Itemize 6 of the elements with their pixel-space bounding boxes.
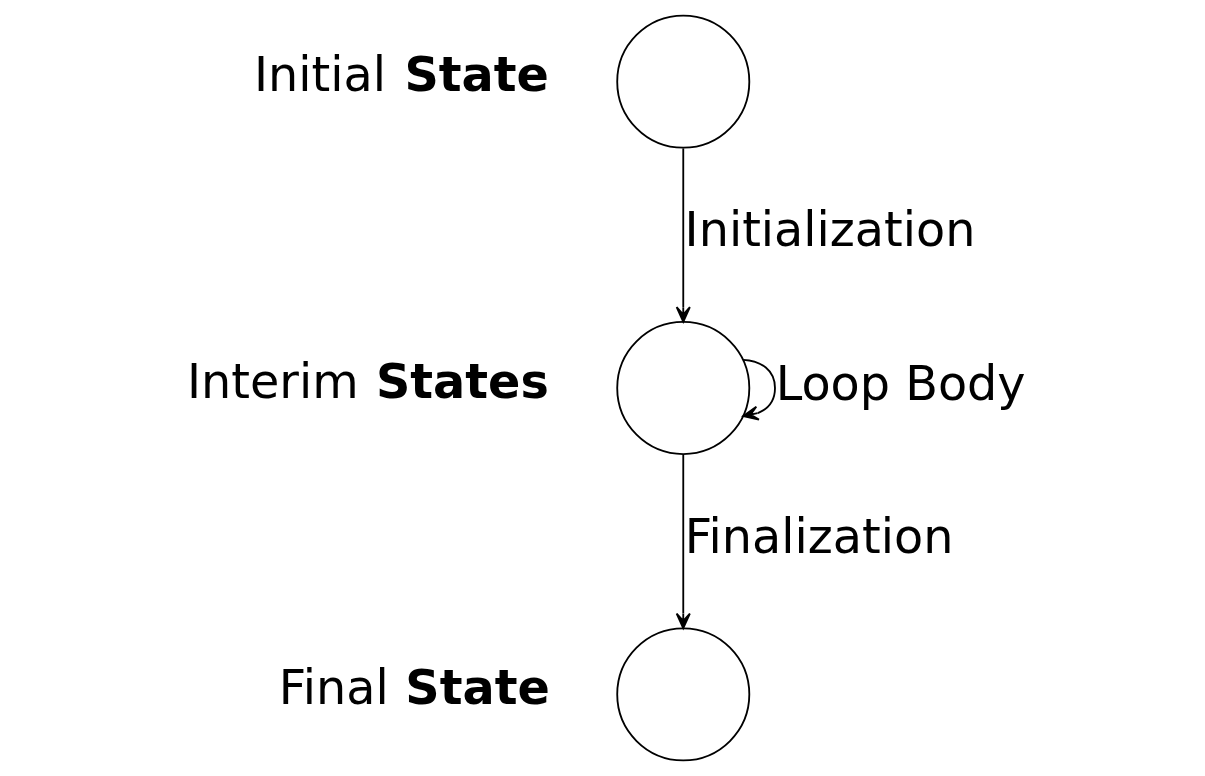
edge-label: Finalization [684,508,953,564]
node-label: Initial State [253,47,549,103]
node-label: Interim States [186,353,549,409]
edge-label: Initialization [684,202,975,258]
node-label: Final State [278,660,550,716]
edge-label: Loop Body [775,355,1026,411]
